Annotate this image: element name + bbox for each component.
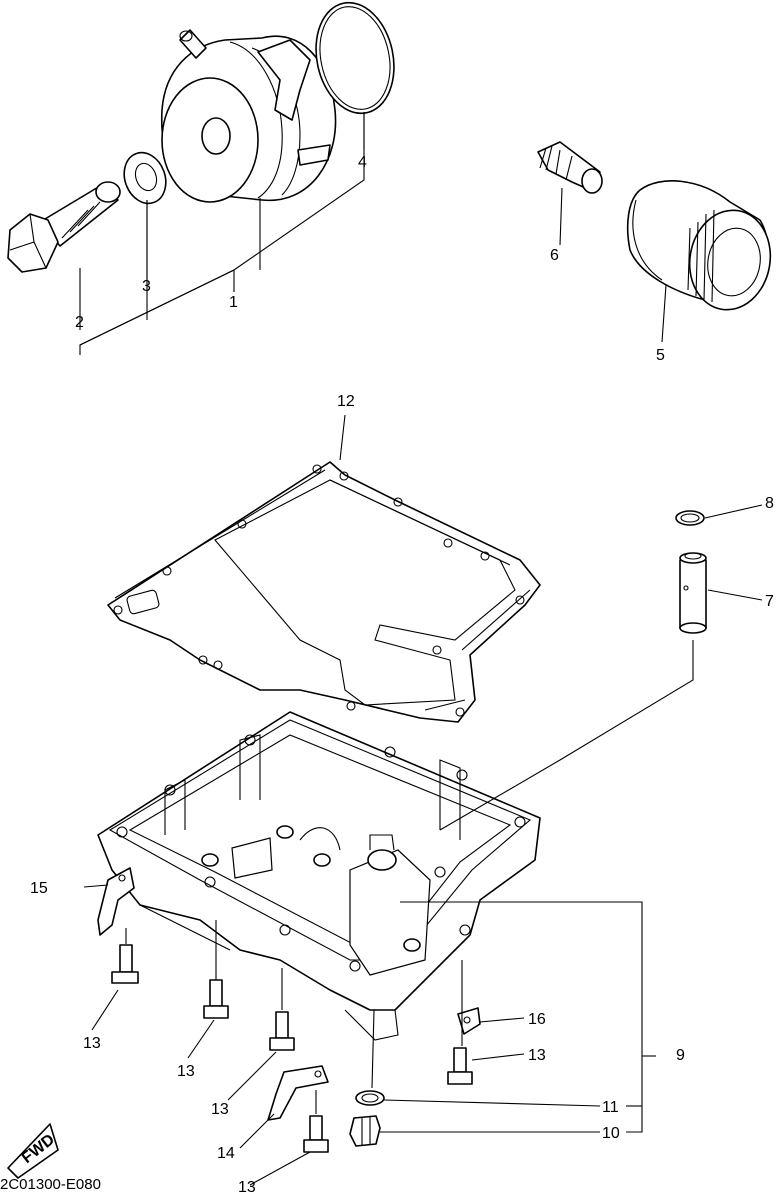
callout-10: 10: [602, 1125, 620, 1142]
bolt-part: [303, 1115, 329, 1153]
callout-12: 12: [337, 393, 355, 410]
oil-pipe-part: [679, 552, 707, 634]
oil-cooler-part: [160, 29, 337, 203]
callout-16: 16: [528, 1011, 546, 1028]
callout-5: 5: [656, 347, 665, 364]
callout-7: 7: [765, 593, 774, 610]
union-bolt-part: [7, 181, 121, 273]
callout-13: 13: [211, 1101, 229, 1118]
o-ring-part: [315, 1, 395, 115]
callout-15: 15: [30, 880, 48, 897]
callout-13: 13: [528, 1047, 546, 1064]
callout-2: 2: [75, 314, 84, 331]
callout-13: 13: [83, 1035, 101, 1052]
callout-13: 13: [177, 1063, 195, 1080]
callout-1: 1: [229, 294, 238, 311]
oil-pan-gasket-part: [107, 461, 541, 723]
bolt-part: [203, 979, 229, 1019]
drain-plug-washer-part: [355, 1090, 385, 1106]
diagram-code: 2C01300-E080: [0, 1176, 101, 1193]
callout-13: 13: [238, 1179, 256, 1196]
oil-pan-part: [97, 711, 541, 1041]
o-ring-small-part: [675, 510, 705, 526]
callout-6: 6: [550, 247, 559, 264]
callout-9: 9: [676, 1047, 685, 1064]
oil-filter-part: [626, 180, 772, 311]
stay-part: [457, 1007, 481, 1035]
stay-bracket-part: [267, 1065, 329, 1121]
callout-3: 3: [142, 278, 151, 295]
bolt-part: [111, 944, 139, 984]
bolt-part: [269, 1011, 295, 1051]
bracket-part: [97, 867, 135, 936]
fitting-part: [537, 141, 603, 194]
washer-part: [123, 151, 167, 205]
forward-direction-arrow: FWD: [7, 1123, 59, 1179]
bolt-part: [447, 1047, 473, 1085]
leader-lines: [79, 112, 763, 1186]
callout-14: 14: [217, 1145, 235, 1162]
callout-8: 8: [765, 495, 774, 512]
drain-plug-part: [349, 1115, 381, 1147]
callout-11: 11: [602, 1099, 619, 1116]
callout-labels: 1 2 3 4 5 6 7 8 9 10 11 12 13 13 13 13 1…: [30, 154, 774, 1196]
callout-4: 4: [358, 154, 367, 171]
